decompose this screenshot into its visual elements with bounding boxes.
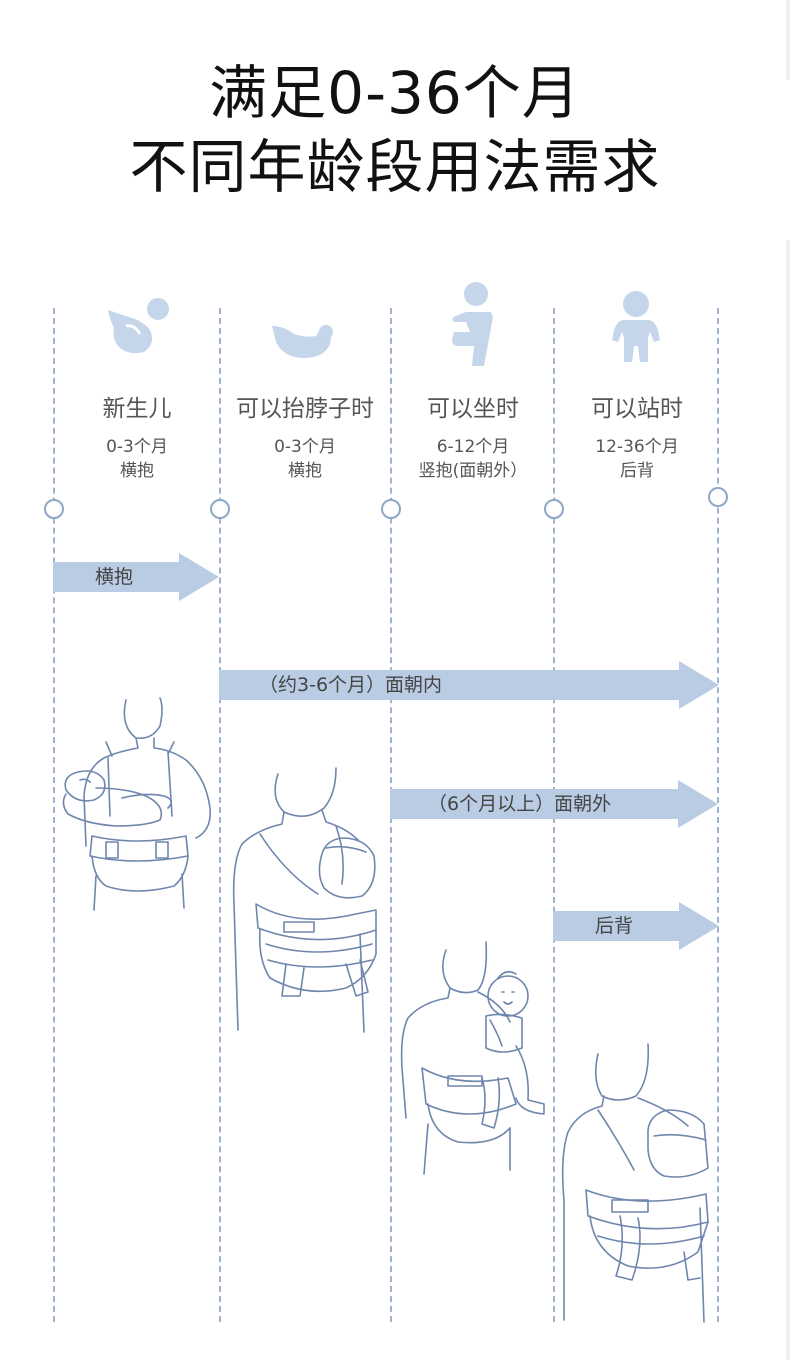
timeline-divider (219, 308, 221, 1322)
page-title-line-2: 不同年龄段用法需求 (129, 133, 661, 201)
stage-lifting-head: 可以抬脖子时 0-3个月 横抱 (220, 398, 390, 483)
arrow-label: （约3-6个月）面朝内 (259, 674, 443, 696)
stage-name: 可以坐时 (427, 396, 519, 422)
newborn-icon (104, 296, 172, 356)
lifting-head-baby-icon (270, 322, 334, 360)
arrow-label: （6个月以上）面朝外 (428, 793, 612, 815)
timeline-node (381, 499, 401, 519)
stage-carry-mode: 横抱 (120, 461, 154, 481)
timeline-node (44, 499, 64, 519)
arrow-back-carry: 后背 (553, 902, 719, 950)
stage-carry-mode: 竖抱(面朝外） (418, 461, 528, 481)
timeline-divider (717, 308, 719, 1322)
stage-newborn: 新生儿 0-3个月 横抱 (52, 398, 222, 483)
stage-carry-mode: 横抱 (288, 461, 322, 481)
arrow-label: 后背 (595, 915, 634, 937)
timeline-node (544, 499, 564, 519)
outward-facing-carry-illustration (398, 938, 550, 1176)
newborn-cradle-carry-illustration (56, 696, 218, 912)
timeline-divider (53, 308, 55, 1322)
arrow-facing-in: （约3-6个月）面朝内 (219, 661, 719, 709)
page-edge-strip (786, 0, 790, 80)
stage-name: 新生儿 (102, 396, 172, 422)
stage-age: 6-12个月 (436, 437, 510, 457)
stage-name: 可以站时 (591, 396, 683, 422)
stage-sitting: 可以坐时 6-12个月 竖抱(面朝外） (388, 398, 558, 483)
timeline-node (708, 487, 728, 507)
page-title-line-1: 满足0-36个月 (209, 59, 581, 127)
timeline-node (210, 499, 230, 519)
standing-child-icon (610, 290, 662, 364)
stage-name: 可以抬脖子时 (236, 396, 374, 422)
stage-age: 12-36个月 (595, 437, 679, 457)
page-edge-strip (786, 240, 790, 1360)
back-carry-illustration (558, 1040, 718, 1324)
arrow-label: 横抱 (95, 566, 134, 588)
stage-carry-mode: 后背 (620, 461, 654, 481)
stage-age: 0-3个月 (106, 437, 168, 457)
arrow-facing-out: （6个月以上）面朝外 (390, 780, 718, 828)
inward-facing-carry-illustration (226, 764, 388, 1036)
sitting-baby-icon (448, 282, 496, 368)
stage-age: 0-3个月 (274, 437, 336, 457)
stage-standing: 可以站时 12-36个月 后背 (552, 398, 722, 483)
arrow-cradle-carry: 横抱 (53, 553, 221, 601)
